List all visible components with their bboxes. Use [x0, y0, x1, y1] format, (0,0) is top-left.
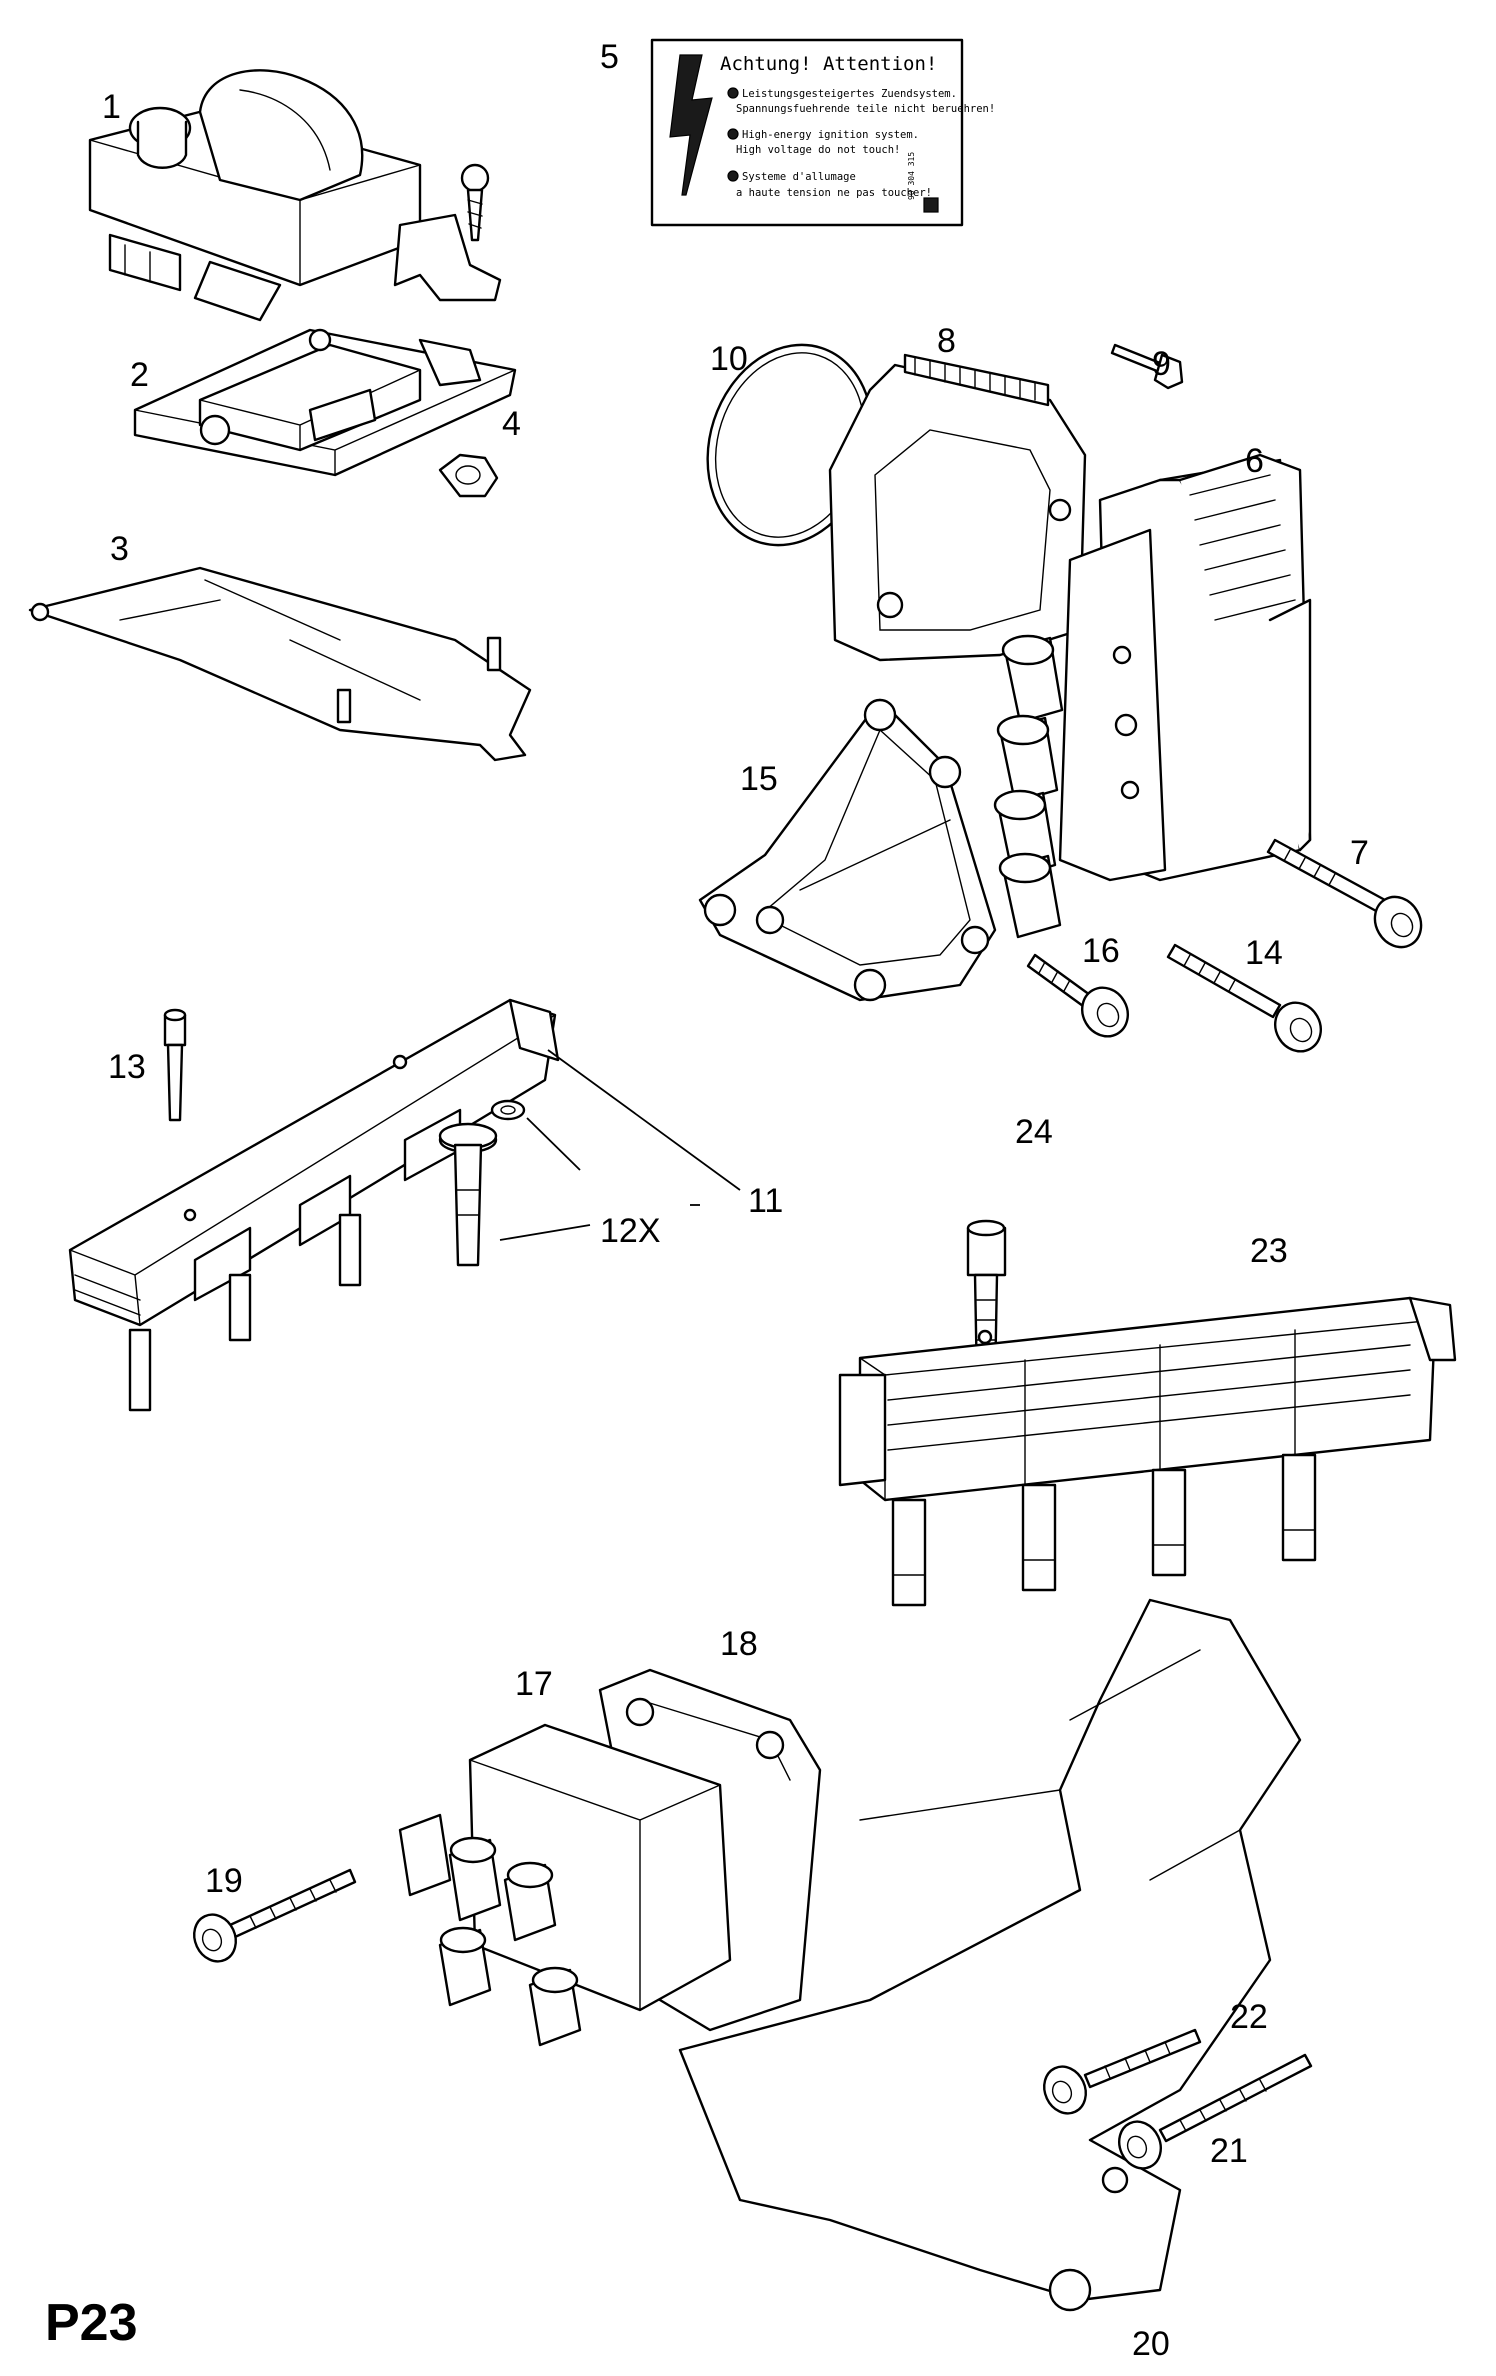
ignition-module-part-2	[133, 328, 517, 477]
bolt-part-21	[1118, 2053, 1313, 2170]
nut-part-4	[438, 453, 499, 498]
callout-18: 18	[720, 1625, 758, 1663]
warning-label-line-3: High-energy ignition system.	[742, 129, 919, 141]
callout-23: 23	[1250, 1232, 1288, 1270]
bolt-part-16	[1026, 953, 1129, 1038]
warning-label-line-2: Spannungsfuehrende teile nicht beruehren…	[736, 103, 995, 115]
bolt-part-14	[1166, 943, 1322, 1053]
mounting-plate-part-3	[28, 566, 532, 762]
callout-16: 16	[1082, 932, 1120, 970]
callout-6: 6	[1245, 442, 1264, 480]
coil-bracket	[393, 213, 502, 302]
callout-4: 4	[502, 405, 521, 443]
ignition-coil-part-1	[88, 69, 422, 322]
callout-19: 19	[205, 1862, 243, 1900]
callout-14: 14	[1245, 934, 1283, 972]
callout-17: 17	[515, 1665, 553, 1703]
callout-11: 11	[748, 1182, 783, 1220]
callout-leaders-11-12x	[499, 1049, 741, 1241]
callout-20: 20	[1132, 2325, 1170, 2363]
warning-label-line-5: Systeme d'allumage	[742, 171, 856, 183]
callout-5: 5	[600, 38, 619, 76]
warning-label-line-4: High voltage do not touch!	[736, 144, 900, 156]
high-voltage-bolt-icon	[669, 54, 713, 196]
callout-2: 2	[130, 356, 149, 394]
warning-label-line-6: a haute tension ne pas toucher!	[736, 187, 932, 199]
callout-1: 1	[102, 88, 121, 126]
callout-12x: 12X	[600, 1212, 661, 1250]
bolt-part-9	[1110, 343, 1184, 390]
callout-3: 3	[110, 530, 129, 568]
gasket-part-8	[828, 353, 1087, 662]
callout-13: 13	[108, 1048, 146, 1086]
callout-8: 8	[937, 322, 956, 360]
screw-part-1	[460, 163, 490, 242]
ignition-module-part-17	[398, 1723, 732, 2047]
callout-7: 7	[1350, 834, 1369, 872]
warning-label-line-1: Leistungsgesteigertes Zuendsystem.	[742, 88, 957, 100]
warning-label-part-code: 90 304 315	[907, 152, 916, 200]
bolt-part-13	[163, 1008, 187, 1122]
page-code: P23	[45, 2294, 138, 2352]
warning-label-part-5: Achtung! Attention! Leistungsgesteigerte…	[650, 38, 995, 227]
warning-label-title: Achtung! Attention!	[720, 53, 937, 75]
coil-rail-part-23	[838, 1296, 1457, 1607]
bolt-part-19	[193, 1868, 357, 1963]
callout-15: 15	[740, 760, 778, 798]
boot-part-12x	[438, 1099, 526, 1267]
coil-pack-part-6	[993, 453, 1312, 939]
callout-24: 24	[1015, 1113, 1053, 1151]
callout-22: 22	[1230, 1998, 1268, 2036]
bracket-frame-part-15	[698, 698, 997, 1002]
callout-21: 21	[1210, 2132, 1248, 2170]
callout-9: 9	[1152, 345, 1171, 383]
manifold-part-20	[678, 1598, 1302, 2312]
bolt-part-7	[1266, 838, 1423, 949]
bolt-part-22	[1043, 2028, 1202, 2115]
callout-10: 10	[710, 340, 748, 378]
